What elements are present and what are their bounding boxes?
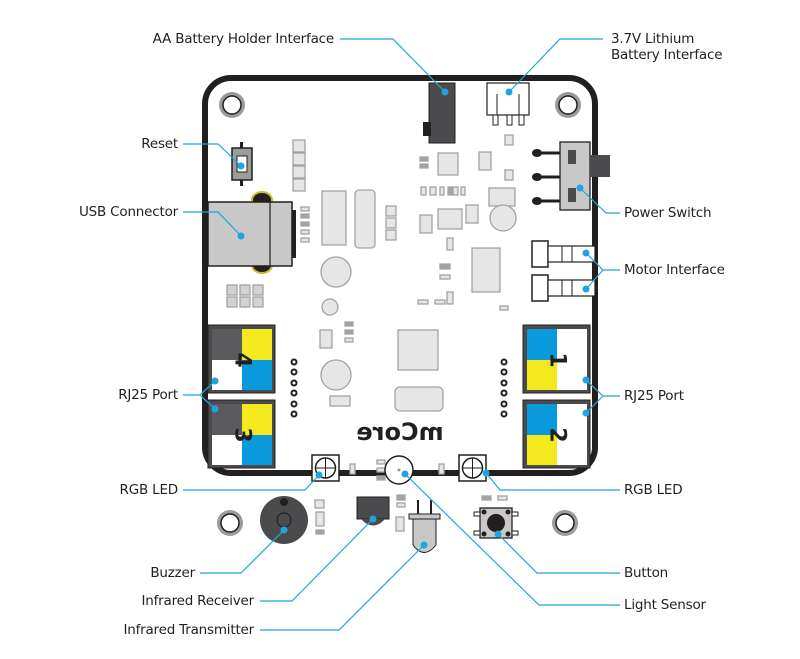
label-rj25-left: RJ25 Port (118, 387, 178, 403)
motor-connector-2 (531, 274, 596, 302)
power-switch-component (532, 141, 610, 211)
label-rgb-right: RGB LED (624, 482, 683, 498)
light-sensor-component (384, 455, 414, 485)
mounting-hole-top-right (555, 92, 581, 118)
buzzer-component (260, 496, 308, 544)
rj25-port-2: 2 (522, 399, 591, 469)
port-number-3: 3 (230, 427, 255, 442)
leader-motor-2 (585, 269, 604, 290)
mcore-silkscreen: mCore (356, 418, 443, 446)
port-number-4: 4 (230, 352, 255, 367)
label-button: Button (624, 565, 669, 581)
label-reset: Reset (141, 136, 178, 152)
leader-dots (211, 88, 590, 549)
leader-rj25-right-2 (585, 395, 604, 414)
leader-lithium (508, 38, 603, 93)
motor-connector-1 (531, 240, 596, 268)
smd-components (226, 134, 517, 535)
leader-reset (183, 143, 242, 167)
port-number-2: 2 (545, 427, 570, 442)
rj25-port-4: 4 (207, 324, 276, 394)
label-lithium-battery: 3.7V Lithium Battery Interface (611, 31, 723, 63)
leader-light-sensor (404, 473, 620, 606)
label-usb: USB Connector (78, 204, 178, 220)
header-pins-right (500, 358, 508, 418)
ir-transmitter-component (408, 500, 441, 553)
leader-usb (183, 211, 242, 237)
mounting-hole-bl (217, 510, 243, 536)
header-pins-left (290, 358, 298, 418)
label-ir-receiver: Infrared Receiver (141, 593, 254, 609)
usb-connector-component (207, 191, 296, 274)
rj25-port-1: 1 (522, 324, 591, 394)
button-component (473, 507, 519, 539)
label-power-switch: Power Switch (624, 205, 712, 221)
rj25-port-3: 3 (207, 399, 276, 469)
leader-button (497, 533, 620, 574)
lithium-battery-connector (486, 82, 530, 126)
leader-lines (183, 38, 620, 631)
leader-buzzer (200, 529, 285, 574)
mounting-hole-br (552, 510, 578, 536)
mounting-hole-top-left (219, 92, 245, 118)
rgb-led-left (311, 454, 340, 482)
port-number-1: 1 (545, 352, 570, 367)
label-buzzer: Buzzer (150, 565, 195, 581)
leader-ir-receiver (260, 518, 374, 602)
leader-power-switch (579, 187, 620, 214)
leader-ir-transmitter (260, 544, 425, 631)
label-rgb-left: RGB LED (119, 482, 179, 498)
rgb-led-right (458, 454, 487, 482)
leader-rgb-left (183, 474, 320, 491)
label-rj25-right: RJ25 Port (624, 388, 684, 404)
label-aa-battery: AA Battery Holder Interface (152, 31, 335, 47)
label-light-sensor: Light Sensor (624, 597, 706, 613)
label-motor: Motor Interface (624, 262, 725, 278)
leader-rgb-right (485, 472, 620, 491)
leader-aa-battery (340, 38, 446, 93)
label-ir-transmitter: Infrared Transmitter (123, 622, 254, 638)
